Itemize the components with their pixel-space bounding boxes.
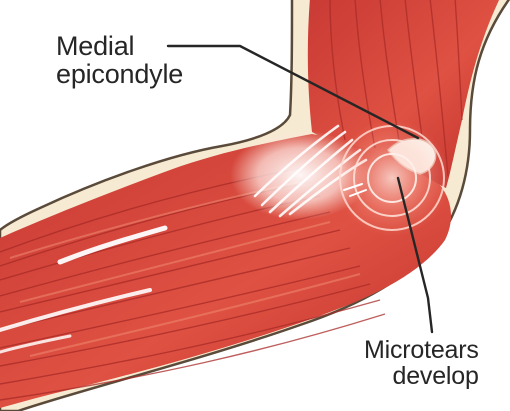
medial-epicondyle-label-line2: epicondyle bbox=[56, 60, 183, 88]
microtears-label-line2: develop bbox=[364, 363, 479, 389]
medial-epicondyle-label-line1: Medial bbox=[56, 32, 183, 60]
microtears-label: Microtears develop bbox=[364, 337, 479, 390]
medial-epicondyle-label: Medial epicondyle bbox=[56, 32, 183, 89]
microtears-label-line1: Microtears bbox=[364, 337, 479, 363]
injury-glow bbox=[334, 120, 450, 236]
